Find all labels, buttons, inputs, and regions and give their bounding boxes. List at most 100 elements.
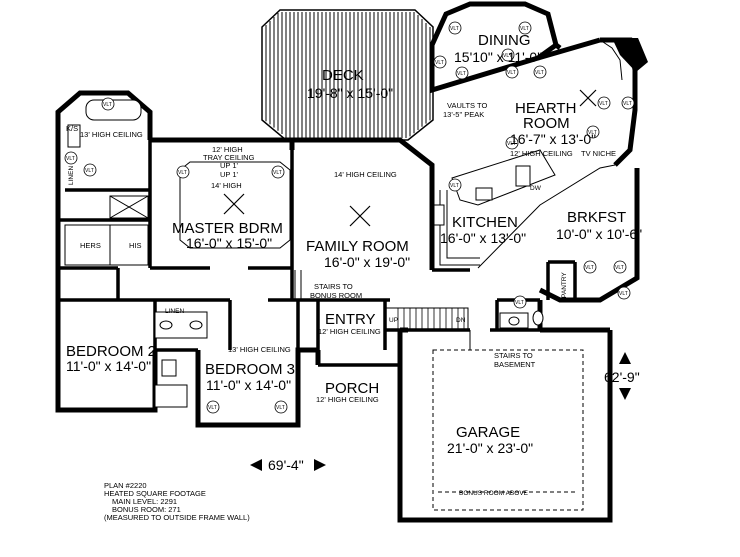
vlt-label: VLT — [599, 101, 608, 107]
brkfst-name: BRKFST — [567, 209, 626, 226]
bonus-room-outline — [432, 330, 584, 511]
vlt-label: VLT — [515, 300, 524, 306]
vlt-marker — [101, 97, 115, 111]
master-dim: 16'-0" x 15'-0" — [186, 235, 272, 251]
bath-fixtures — [64, 99, 544, 408]
vlt-label: VLT — [435, 60, 444, 66]
dining-dim: 15'10" x 11'-0" — [454, 49, 542, 65]
vlt-marker — [505, 65, 519, 79]
plan-note-line: HEATED SQUARE FOOTAGE — [104, 489, 206, 498]
hearth-name-line1: HEARTH — [515, 100, 576, 117]
vlt-marker — [433, 55, 447, 69]
vlt-marker — [533, 65, 547, 79]
vlt-label: VLT — [588, 130, 597, 136]
vlt-marker — [448, 21, 462, 35]
tv-niche-label: TV NICHE — [581, 149, 616, 158]
vlt-label: VLT — [85, 168, 94, 174]
deck-name: DECK — [322, 67, 364, 84]
depth-dimension-arrows — [619, 352, 631, 400]
master-ceiling-2: TRAY CEILING — [203, 153, 255, 162]
kitchen-sink — [515, 165, 531, 187]
cooktop — [475, 187, 493, 201]
pantry-label: PANTRY — [561, 272, 568, 298]
tub — [85, 99, 142, 121]
width-dimension-arrows — [250, 459, 326, 471]
dn-label: DN — [456, 317, 466, 324]
vlt-marker — [455, 66, 469, 80]
up-label-1: UP 1' — [220, 161, 239, 170]
vlt-marker — [501, 48, 515, 62]
up-label: UP — [389, 317, 398, 324]
tray-ceiling — [179, 161, 291, 249]
vlt-label: VLT — [535, 70, 544, 76]
vlt-marker — [505, 136, 519, 150]
family-ceiling-label: 14' HIGH CEILING — [334, 170, 397, 179]
bed3-ceiling-label: 13' HIGH CEILING — [228, 345, 291, 354]
master-ceiling-1: 12' HIGH — [212, 145, 243, 154]
hers-label: HERS — [80, 241, 101, 250]
porch-ceiling-label: 12' HIGH CEILING — [316, 395, 379, 404]
depth-dimension: 62'-9" — [604, 369, 640, 385]
master-ceiling-3: 14' HIGH — [211, 181, 242, 190]
bath-ceiling-label: 13' HIGH CEILING — [80, 130, 143, 139]
bathtub-2 — [154, 384, 188, 408]
vlt-label: VLT — [623, 101, 632, 107]
vlt-marker — [83, 163, 97, 177]
vlt-label: VLT — [450, 26, 459, 32]
vlt-marker — [513, 295, 527, 309]
vlt-label: VLT — [507, 70, 516, 76]
vlt-marker — [176, 165, 190, 179]
vlt-marker — [621, 96, 635, 110]
bonus-above-label: BONUS ROOM ABOVE — [459, 490, 529, 497]
bedroom3-dim: 11'-0" x 14'-0" — [206, 377, 291, 393]
plan-note-line: (MEASURED TO OUTSIDE FRAME WALL) — [104, 513, 250, 522]
up-label-2: UP 1' — [220, 170, 239, 179]
bedroom3-name: BEDROOM 3 — [205, 361, 295, 378]
vlt-marker — [448, 178, 462, 192]
stairs-bonus-1: STAIRS TO — [314, 282, 353, 291]
range — [433, 204, 445, 226]
entry-ceiling-label: 12' HIGH CEILING — [318, 327, 381, 336]
vlt-label: VLT — [273, 170, 282, 176]
bedroom2-dim: 11'-0" x 14'-0" — [66, 358, 151, 374]
width-dimension: 69'-4" — [268, 457, 304, 473]
fireplace — [612, 38, 648, 72]
deck-area — [261, 9, 434, 141]
toilet — [67, 124, 81, 148]
vlt-marker — [274, 400, 288, 414]
vlt-label: VLT — [615, 265, 624, 271]
family-dim: 16'-0" x 19'-0" — [324, 254, 410, 270]
vlt-label: VLT — [103, 102, 112, 108]
ks-label: K/S — [66, 124, 78, 133]
bedroom2-name: BEDROOM 2 — [66, 343, 156, 360]
vlt-label: VLT — [276, 405, 285, 411]
plan-note-line: BONUS ROOM: 271 — [112, 505, 181, 514]
vlt-label: VLT — [520, 26, 529, 32]
vlt-label: VLT — [66, 156, 75, 162]
vlt-label: VLT — [208, 405, 217, 411]
vlt-marker — [271, 165, 285, 179]
vlt-label: VLT — [507, 141, 516, 147]
vlt-label: VLT — [585, 265, 594, 271]
dining-name: DINING — [478, 32, 531, 49]
vlt-label: VLT — [450, 183, 459, 189]
hearth-dim: 16'-7" x 13'-0" — [510, 131, 596, 147]
vlt-marker — [518, 21, 532, 35]
plan-notes: PLAN #2220 HEATED SQUARE FOOTAGE MAIN LE… — [104, 481, 250, 522]
stairs-basement-1: STAIRS TO — [494, 351, 533, 360]
vlt-label: VLT — [619, 291, 628, 297]
kitchen-name: KITCHEN — [452, 214, 518, 231]
dining-bay-wall — [429, 1, 559, 94]
vlt-label: VLT — [178, 170, 187, 176]
hearth-ceiling-label: 12' HIGH CEILING — [510, 149, 573, 158]
hearth-name-line2: ROOM — [523, 115, 570, 132]
plan-note-line: PLAN #2220 — [104, 481, 147, 490]
family-name: FAMILY ROOM — [306, 238, 409, 255]
master-name: MASTER BDRM — [172, 220, 283, 237]
vlt-label: VLT — [503, 53, 512, 59]
deck-dim: 19'-8" x 15'-0" — [307, 85, 393, 101]
vent-light-markers: VLT VLT VLT VLT VLT VLT VLT VLT VLT VLT VLT VLT VLT V… — [64, 21, 635, 414]
vaults-label-1: VAULTS TO — [447, 101, 487, 110]
vaults-label-2: 13'-5" PEAK — [443, 110, 484, 119]
